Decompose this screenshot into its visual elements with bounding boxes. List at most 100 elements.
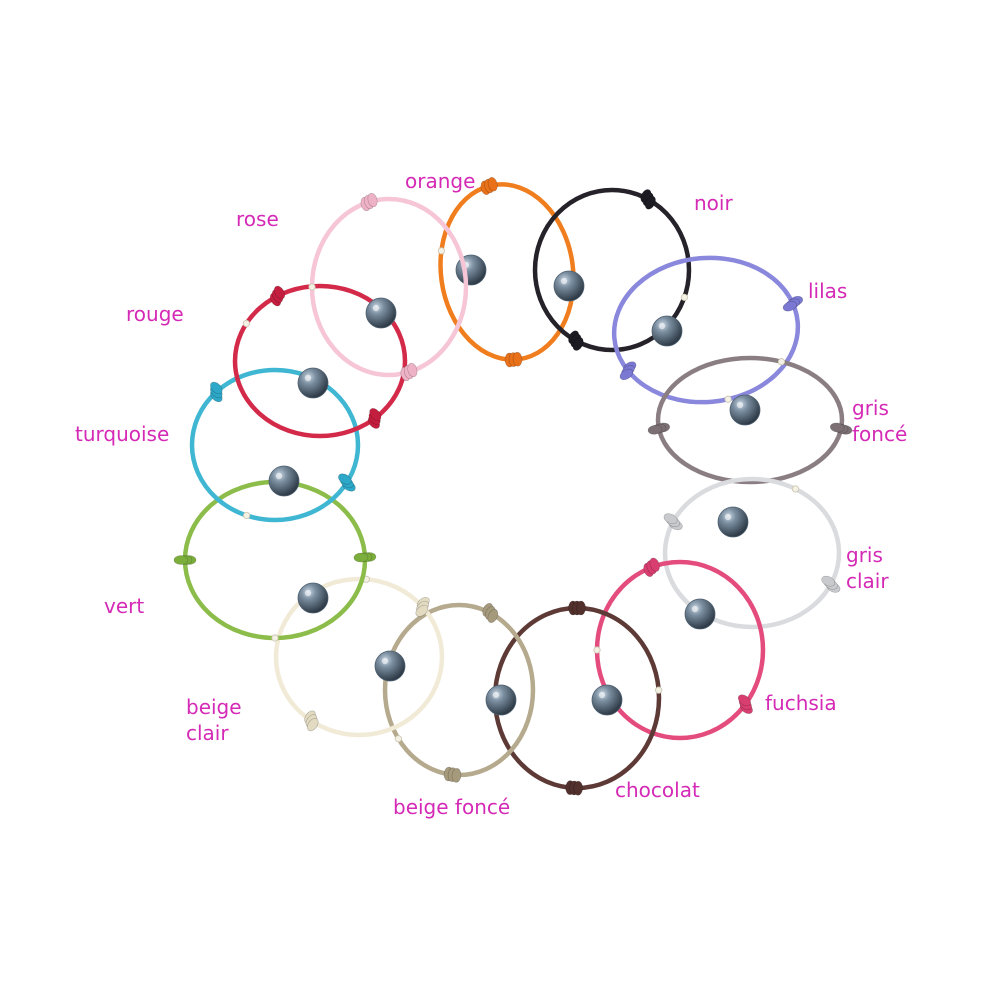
pearl-bead [591, 684, 623, 716]
pearl-bead [297, 367, 329, 399]
spacer-bead [271, 634, 279, 642]
knot [173, 555, 197, 565]
label-turquoise: turquoise [75, 421, 169, 447]
knot [415, 596, 430, 617]
label-orange: orange [405, 168, 475, 194]
spacer-bead [593, 646, 601, 654]
knot [640, 189, 656, 210]
pearl-bead [365, 297, 397, 329]
cord [662, 476, 842, 630]
bracelet-gris-clair [662, 476, 842, 630]
cord [594, 559, 766, 741]
label-line: beige [186, 695, 242, 719]
spacer-bead [724, 395, 732, 403]
knot [353, 552, 377, 563]
cord [611, 255, 801, 405]
pearl-bead [374, 650, 406, 682]
knot [568, 600, 586, 616]
knot [619, 361, 637, 381]
pearl-bead [717, 506, 749, 538]
label-line: orange [405, 169, 476, 193]
spacer-bead [242, 319, 250, 328]
label-line: foncé [852, 422, 908, 446]
bracelet-lilas [611, 255, 804, 405]
label-line: lilas [808, 279, 848, 303]
label-line: clair [186, 721, 229, 745]
label-rose: rose [236, 206, 279, 232]
spacer-bead [308, 283, 316, 291]
pearl-bead [297, 582, 329, 614]
label-line: vert [104, 594, 145, 618]
label-fuchsia: fuchsia [765, 690, 837, 716]
label-line: clair [846, 569, 889, 593]
bracelet-chocolat [492, 600, 663, 796]
label-vert: vert [104, 593, 144, 619]
label-line: fuchsia [765, 691, 837, 715]
spacer-bead [437, 247, 445, 255]
bracelet-gris-fonce [647, 355, 853, 485]
knot [737, 694, 753, 714]
bracelet-vert [173, 479, 377, 642]
pearl-bead [729, 394, 761, 426]
spacer-bead [777, 358, 786, 366]
cord [532, 187, 692, 353]
spacer-bead [655, 686, 663, 694]
spacer-bead [791, 485, 800, 493]
label-chocolat: chocolat [615, 777, 700, 803]
knot [338, 473, 356, 492]
knot [367, 408, 382, 429]
knot [400, 362, 418, 382]
knot [360, 192, 378, 212]
knot [269, 285, 286, 307]
label-line: gris [846, 543, 883, 567]
bracelet-fuchsia [593, 557, 766, 741]
pearl-bead [553, 270, 585, 302]
bracelet-turquoise [189, 367, 361, 523]
label-line: chocolat [615, 778, 700, 802]
cord [182, 479, 368, 641]
knot [210, 381, 223, 403]
bracelet-rouge [232, 283, 408, 439]
knot [782, 295, 804, 312]
knot [643, 557, 660, 577]
cord [189, 367, 361, 523]
knot [663, 513, 683, 531]
cord [655, 355, 845, 485]
pearl-bead [651, 315, 683, 347]
knot [829, 422, 853, 435]
pearl-bead [485, 684, 517, 716]
bracelet-rose [308, 192, 469, 382]
cord [273, 576, 445, 738]
cord [232, 283, 408, 439]
knot [504, 351, 523, 368]
knot [482, 602, 499, 623]
bracelet-beige-fonce [382, 602, 536, 783]
label-beige-fonce: beige foncé [393, 794, 510, 820]
spacer-bead [394, 735, 402, 743]
knot [480, 177, 498, 195]
label-line: beige foncé [393, 795, 511, 819]
bracelet-noir [532, 187, 692, 353]
pearl-bead [684, 598, 716, 630]
knot [304, 710, 319, 732]
knot [647, 422, 671, 435]
bracelet-beige-clair [273, 575, 445, 738]
knot [821, 575, 841, 593]
label-line: noir [694, 191, 733, 215]
pearl-bead [268, 465, 300, 497]
label-line: gris [852, 396, 889, 420]
cord [492, 605, 662, 791]
label-noir: noir [694, 190, 733, 216]
label-rouge: rouge [126, 301, 184, 327]
spacer-bead [680, 293, 688, 301]
label-line: turquoise [75, 422, 170, 446]
knot [443, 766, 462, 783]
label-line: rose [236, 207, 279, 231]
label-line: rouge [126, 302, 184, 326]
label-lilas: lilas [808, 278, 847, 304]
